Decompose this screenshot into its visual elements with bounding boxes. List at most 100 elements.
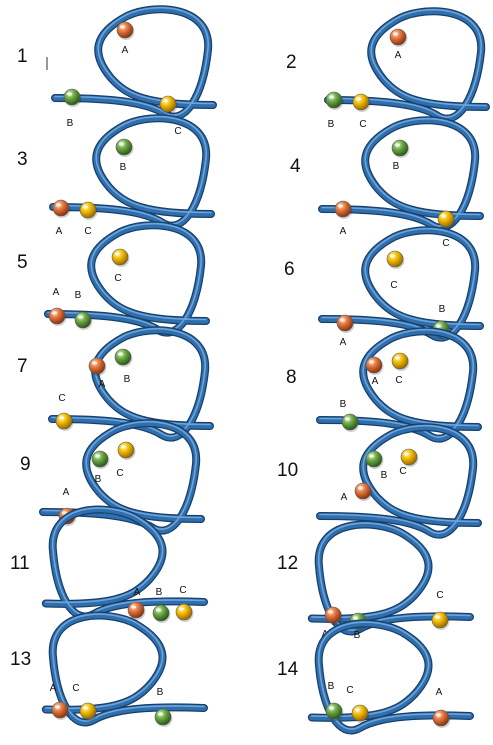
- bead-a: A: [52, 199, 71, 237]
- panel-number: 2: [286, 52, 297, 73]
- bead-a: A: [432, 687, 451, 728]
- bead-b-label: B: [95, 474, 102, 485]
- bead-a: A: [365, 356, 384, 387]
- bead-a-label: A: [50, 683, 57, 694]
- bead-b-label: B: [120, 162, 127, 173]
- bead-c: C: [79, 201, 98, 237]
- bead-c-label: C: [359, 119, 366, 130]
- bead-c-label: C: [436, 590, 443, 601]
- bead-a: A: [88, 357, 107, 390]
- bead-b-label: B: [75, 290, 82, 301]
- panel-number: 14: [277, 659, 299, 680]
- bead-c-label: C: [58, 393, 65, 404]
- bead-c-label: C: [179, 585, 186, 596]
- bead-a-label: A: [63, 487, 70, 498]
- bead-c: C: [111, 248, 130, 284]
- bead-c: C: [346, 685, 370, 723]
- panel-11: 11A B C: [10, 505, 208, 623]
- bead-c-label: C: [395, 375, 402, 386]
- bead-b-label: B: [439, 304, 446, 315]
- bead-b-label: B: [124, 374, 131, 385]
- panel-number: 8: [286, 367, 297, 388]
- bead-a: A: [334, 200, 353, 237]
- bead-b: B: [91, 450, 110, 485]
- bead-a: A: [336, 314, 355, 348]
- bead-c: C: [352, 93, 371, 130]
- bead-b-label: B: [328, 681, 335, 692]
- bead-b: B: [115, 138, 134, 173]
- bead-b-label: B: [340, 399, 347, 410]
- rope-loop: [316, 423, 482, 539]
- rope-loop: [41, 505, 208, 621]
- rope-loop: [318, 116, 484, 232]
- bead-a-label: A: [372, 376, 379, 387]
- bead-b-label: B: [67, 118, 74, 129]
- panel-number: 13: [10, 649, 31, 670]
- bead-b-label: B: [354, 630, 361, 641]
- bead-c-label: C: [174, 126, 181, 137]
- bead-c-label: C: [390, 280, 397, 291]
- rope-loop: [49, 114, 215, 230]
- panel-3: 3A B C: [17, 114, 215, 237]
- bead-c: C: [399, 448, 419, 477]
- panel-number: 4: [290, 156, 301, 177]
- bead-a-label: A: [56, 226, 63, 237]
- bead-c-label: C: [84, 226, 91, 237]
- panel-2: 2 A B C: [286, 7, 490, 130]
- bead-b-label: B: [157, 687, 164, 698]
- bead-b: B: [325, 91, 344, 130]
- bead-a: A: [341, 482, 373, 503]
- bead-c: C: [116, 441, 136, 479]
- bead-b: B: [391, 139, 410, 172]
- bead-c-label: C: [116, 468, 123, 479]
- bead-c-label: C: [72, 683, 79, 694]
- bead-c-label: C: [399, 466, 406, 477]
- panel-13: 13A B C: [10, 611, 208, 727]
- bead-c: C: [437, 210, 456, 249]
- bead-a-label: A: [340, 337, 347, 348]
- bead-a: A: [389, 28, 408, 61]
- panel-number: 10: [277, 460, 298, 481]
- bead-b: B: [365, 450, 388, 481]
- bead-b-label: B: [156, 587, 163, 598]
- panel-4: 4A B C: [290, 116, 484, 249]
- bead-c: C: [72, 683, 98, 721]
- panel-8: 8 A B C: [286, 327, 482, 443]
- bead-a-label: A: [395, 50, 402, 61]
- bead-c-label: C: [442, 238, 449, 249]
- bead-b-label: B: [328, 119, 335, 130]
- bead-a: A: [116, 21, 135, 56]
- bead-a-label: A: [134, 587, 141, 598]
- panel-number: 6: [284, 259, 295, 280]
- bead-a-label: A: [99, 379, 106, 390]
- bead-c: C: [175, 585, 194, 622]
- panel-number: 3: [17, 149, 28, 170]
- bead-b: B: [154, 687, 173, 727]
- bead-c: C: [391, 352, 410, 386]
- bead-a: A: [48, 287, 67, 326]
- panel-7: 7A B C: [17, 326, 214, 442]
- bead-c-label: C: [346, 685, 353, 696]
- panel-number: 7: [17, 356, 28, 377]
- bead-a: A: [50, 683, 70, 720]
- rope-loop: [51, 5, 217, 121]
- bead-a: A: [127, 587, 146, 620]
- bead-a-label: A: [436, 687, 443, 698]
- rope-loop: [48, 326, 214, 442]
- bead-b-label: B: [381, 470, 388, 481]
- bead-c: C: [431, 590, 450, 630]
- panel-number: 9: [20, 454, 31, 475]
- bead-b: B: [340, 399, 360, 432]
- bead-a-label: A: [340, 226, 347, 237]
- panel-number: 12: [277, 553, 298, 574]
- rope-loop: [307, 619, 474, 735]
- bead-a-label: A: [341, 492, 348, 503]
- rope-loop: [44, 221, 210, 337]
- panel-number: 11: [10, 553, 30, 574]
- bead-b: B: [152, 587, 171, 623]
